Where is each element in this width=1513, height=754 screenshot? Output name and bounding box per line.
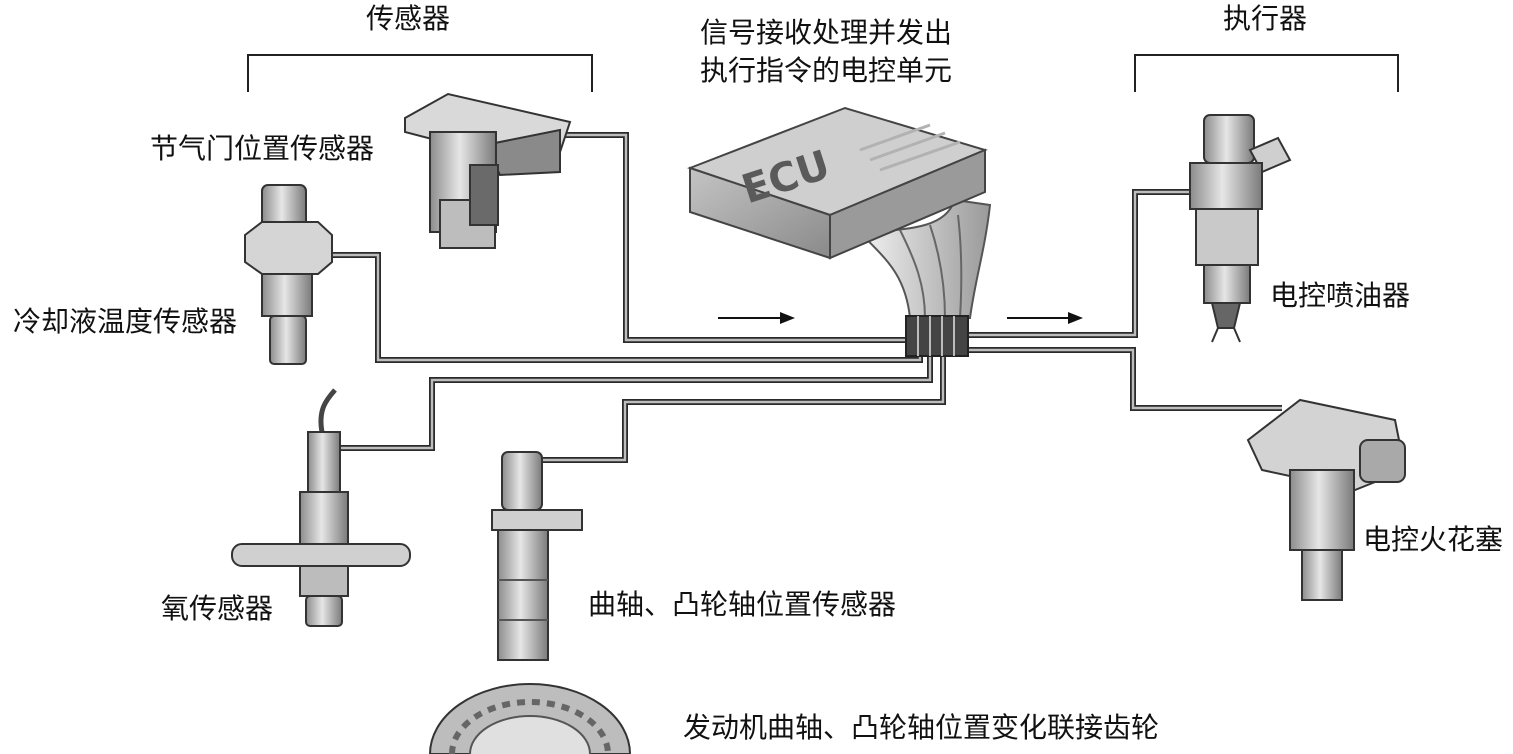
coolant-sensor-label: 冷却液温度传感器 [13, 305, 237, 338]
actuators-group-title: 执行器 [1223, 2, 1307, 35]
sensors-bracket [247, 54, 593, 92]
ecu-title-line2: 执行指令的电控单元 [700, 54, 952, 87]
throttle-sensor-icon [404, 92, 572, 249]
crank-wire [542, 338, 946, 463]
spark-plug-icon [1246, 398, 1407, 601]
spark-wire [960, 347, 1282, 411]
crank-sensor-icon [491, 451, 583, 661]
sensors-group-title: 传感器 [366, 2, 450, 35]
gear-icon [428, 683, 632, 754]
spark-plug-label: 电控火花塞 [1363, 523, 1503, 556]
arrow-right-icon [1007, 312, 1083, 324]
injector-label: 电控喷油器 [1270, 279, 1410, 312]
wiring-harness [330, 132, 1282, 463]
throttle-sensor-label: 节气门位置传感器 [150, 132, 374, 165]
injector-icon [1189, 114, 1292, 343]
crank-sensor-label: 曲轴、凸轮轴位置传感器 [588, 588, 896, 621]
coolant-sensor-icon [244, 184, 333, 365]
gear-label: 发动机曲轴、凸轮轴位置变化联接齿轮 [683, 711, 1159, 744]
injector-wire [960, 189, 1192, 338]
oxygen-wire [335, 338, 933, 451]
oxygen-sensor-label: 氧传感器 [161, 592, 273, 625]
actuators-bracket [1134, 54, 1399, 92]
oxygen-sensor-icon [231, 388, 411, 627]
ecu-title-line1: 信号接收处理并发出 [700, 16, 952, 49]
arrow-right-icon [718, 312, 795, 324]
ecu-icon: ECU [687, 106, 992, 357]
